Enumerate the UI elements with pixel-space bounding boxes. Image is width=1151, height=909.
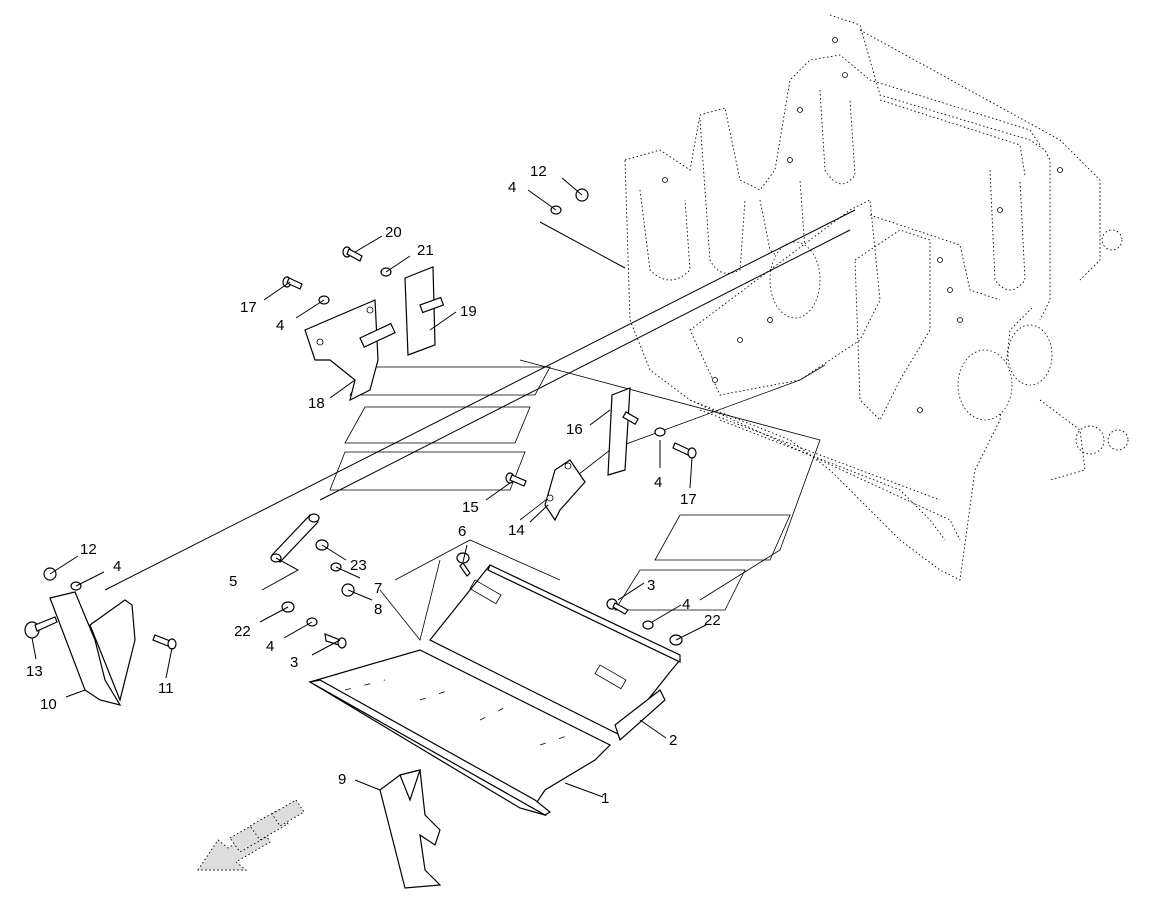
leader-lines xyxy=(31,177,707,798)
callout-10: 10 xyxy=(40,696,57,713)
callout-22: 22 xyxy=(234,623,251,640)
callout-22: 22 xyxy=(704,612,721,629)
callout-3: 3 xyxy=(290,654,298,671)
part-15-bolt xyxy=(505,472,527,487)
fastener-17-4-top xyxy=(282,276,330,305)
callout-3: 3 xyxy=(647,577,655,594)
callout-12: 12 xyxy=(80,541,97,558)
hub-icon xyxy=(1039,229,1129,481)
callout-17: 17 xyxy=(240,299,257,316)
fastener-stack-3-4-22-left xyxy=(281,601,347,649)
callout-8: 8 xyxy=(374,601,382,618)
part-14-bracket xyxy=(544,459,586,522)
callout-18: 18 xyxy=(308,395,325,412)
callout-4: 4 xyxy=(654,474,662,491)
callout-4: 4 xyxy=(266,638,274,655)
callout-17: 17 xyxy=(680,491,697,508)
part-11-bolt xyxy=(152,634,177,650)
callout-2: 2 xyxy=(669,732,677,749)
callout-13: 13 xyxy=(26,663,43,680)
fastener-stack-7-8-23 xyxy=(315,539,355,597)
callout-9: 9 xyxy=(338,771,346,788)
callout-4: 4 xyxy=(682,596,690,613)
machine-frame xyxy=(624,14,1129,581)
part-5-rod xyxy=(270,513,320,563)
callout-11: 11 xyxy=(158,680,174,697)
part-13-bolt xyxy=(24,616,58,639)
callout-4: 4 xyxy=(113,558,121,575)
part-16-plate xyxy=(607,387,639,476)
callout-12: 12 xyxy=(530,163,547,180)
callout-4: 4 xyxy=(276,317,284,334)
part-1-shield xyxy=(308,649,612,817)
direction-arrow-icon xyxy=(197,799,305,871)
callout-19: 19 xyxy=(460,303,477,320)
callout-1: 1 xyxy=(601,790,609,807)
part-6-bolt xyxy=(456,552,471,577)
callout-21: 21 xyxy=(417,242,434,259)
fastener-12-4-top xyxy=(550,188,589,215)
callout-7: 7 xyxy=(374,580,382,597)
fastener-stack-3-4-22-right xyxy=(606,598,683,646)
callout-6: 6 xyxy=(458,523,466,540)
part-19-plate xyxy=(404,266,445,356)
assembly-lines xyxy=(104,209,856,591)
fastener-12-4-left xyxy=(43,567,82,591)
callout-labels: 1 2 3 3 4 4 4 4 4 4 5 6 7 8 9 10 11 12 1… xyxy=(26,163,721,807)
callout-23: 23 xyxy=(350,557,367,574)
callout-15: 15 xyxy=(462,499,479,516)
callout-4: 4 xyxy=(508,179,516,196)
part-10-bracket xyxy=(49,591,136,706)
callout-16: 16 xyxy=(566,421,583,438)
part-2-plate xyxy=(429,564,681,742)
callout-20: 20 xyxy=(385,224,402,241)
fastener-20-21 xyxy=(342,246,392,277)
callout-5: 5 xyxy=(229,573,237,590)
fastener-17-4-right xyxy=(654,427,697,459)
part-18-bracket xyxy=(304,299,396,402)
part-9-bracket xyxy=(379,769,442,889)
callout-14: 14 xyxy=(508,522,525,539)
